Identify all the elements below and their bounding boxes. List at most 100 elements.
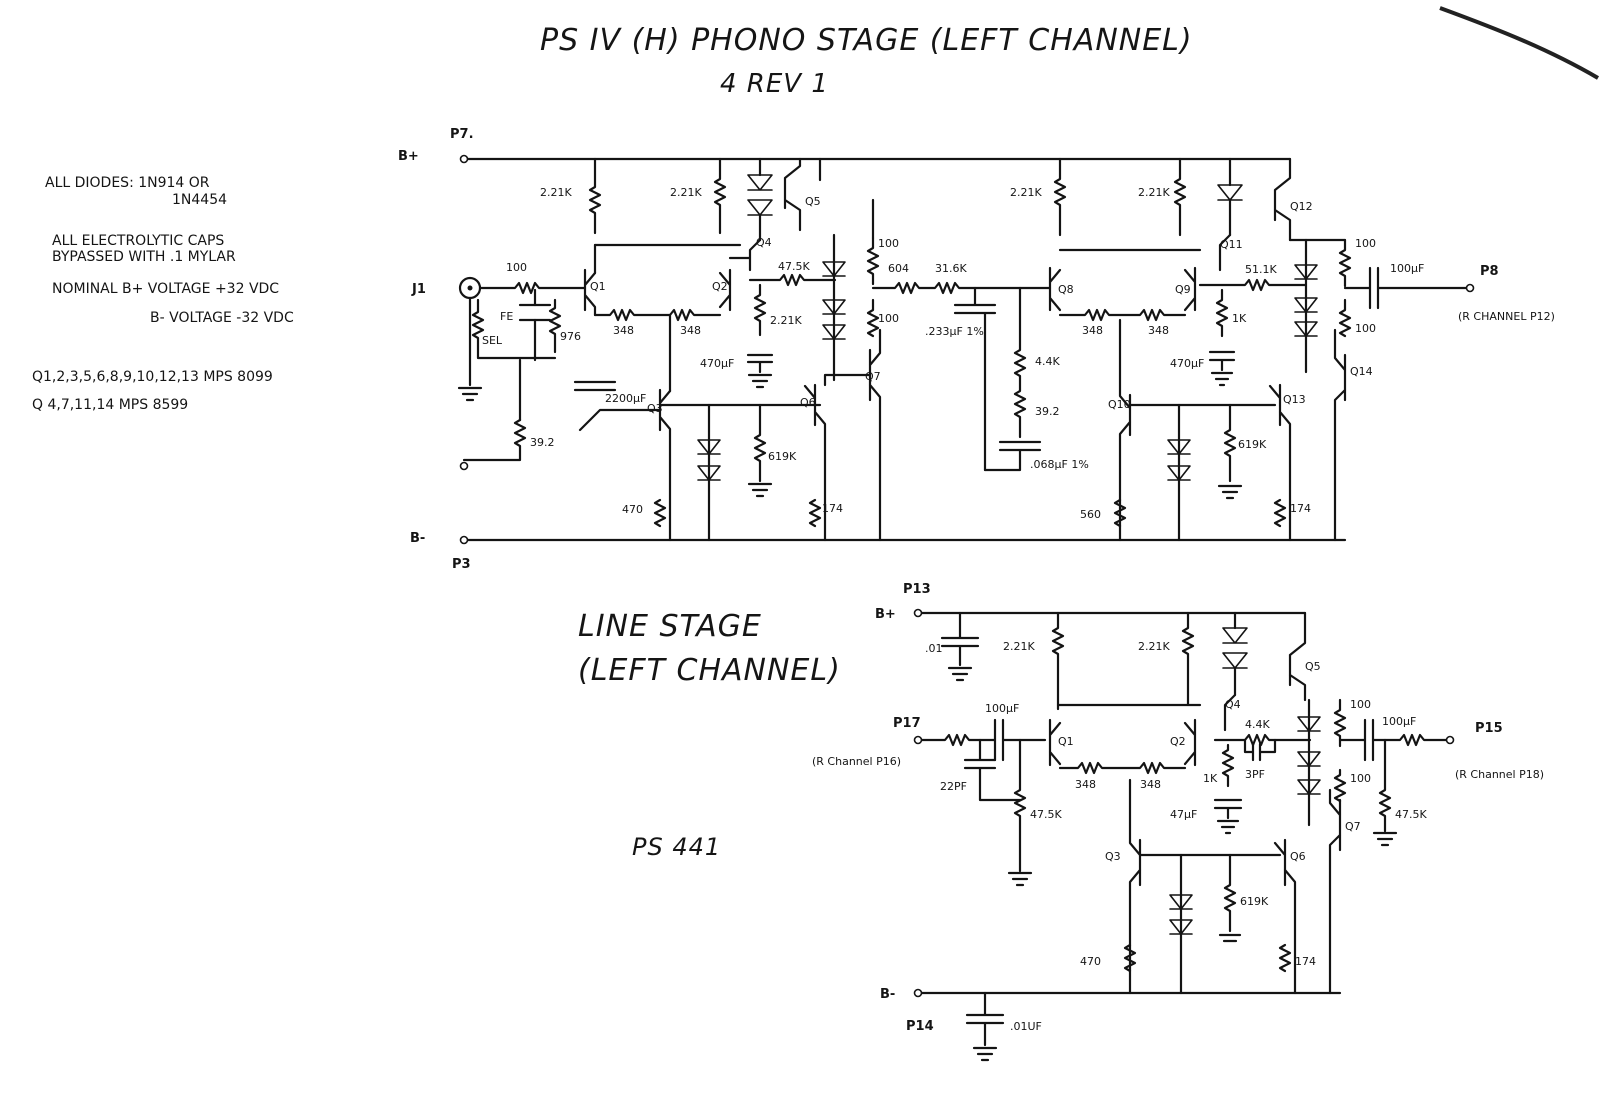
q4-transistor — [728, 238, 762, 272]
q3-label: Q3 — [647, 402, 663, 415]
line-input-label: P17 — [893, 716, 921, 731]
line-input-note: (R Channel P16) — [812, 755, 901, 768]
q10-label: Q10 — [1108, 398, 1131, 411]
phono-r174b-label: 174 — [1290, 502, 1311, 515]
line-bplus-terminal[interactable] — [913, 608, 923, 618]
phono-bplus-pin: P7. — [450, 127, 474, 142]
phono-c470-label: 470µF — [700, 357, 734, 370]
line-model: PS 441 — [632, 833, 721, 861]
q11-transistor — [1218, 233, 1232, 272]
phono-output-note: (R CHANNEL P12) — [1458, 310, 1555, 323]
line-r1k-label: 1K — [1203, 772, 1218, 785]
q5-transistor — [783, 157, 802, 232]
q1-emitter-r-label: 348 — [613, 324, 634, 337]
phono-r2-label: 2.21K — [670, 186, 702, 199]
q9-transistor — [1183, 266, 1197, 312]
q13-label: Q13 — [1283, 393, 1306, 406]
line-c3pf-label: 3PF — [1245, 768, 1265, 781]
line-title-1: LINE STAGE — [578, 609, 762, 644]
line-q1-transistor — [1048, 718, 1062, 767]
line-output-terminal[interactable] — [1445, 735, 1455, 745]
phono-output-terminal[interactable] — [1465, 283, 1475, 293]
phono-r1k-label: 1K — [1232, 312, 1247, 325]
phono-r619k-label: 619K — [768, 450, 797, 463]
q9-label: Q9 — [1175, 283, 1191, 296]
phono-bminus-terminal[interactable] — [459, 535, 469, 545]
phono-ground-1 — [457, 386, 483, 402]
line-c47-label: 47µF — [1170, 808, 1197, 821]
note-npn: Q1,2,3,5,6,8,9,10,12,13 MPS 8099 — [32, 369, 273, 385]
line-q5-transistor — [1288, 611, 1307, 702]
phono-r1-label: 2.21K — [540, 186, 572, 199]
line-r47k5b-label: 47.5K — [1395, 808, 1427, 821]
phono-bminus-pin: P3 — [452, 557, 471, 572]
line-output-label: P15 — [1475, 721, 1503, 736]
note-diodes-1: ALL DIODES: 1N914 OR — [45, 175, 210, 191]
phono-r470-label: 470 — [622, 503, 643, 516]
line-q4-label: Q4 — [1225, 698, 1241, 711]
line-c100b-label: 100µF — [1382, 715, 1416, 728]
q11-label: Q11 — [1220, 238, 1243, 251]
line-q1-emitter-label: 348 — [1075, 778, 1096, 791]
line-input-terminal[interactable] — [913, 735, 923, 745]
r-39-2-label: 39.2 — [530, 436, 555, 449]
line-r100a-label: 100 — [1350, 698, 1371, 711]
line-r174-label: 174 — [1295, 955, 1316, 968]
q13-transistor — [1268, 383, 1292, 542]
line-bplus-pin: P13 — [903, 582, 931, 597]
phono-diode-stack-2 — [1217, 157, 1243, 237]
pen-mark — [1439, 6, 1600, 80]
fe-label: FE — [500, 310, 513, 323]
phono-c470b-label: 470µF — [1170, 357, 1204, 370]
line-bplus-label: B+ — [875, 607, 896, 622]
phono-r5-label: 2.21K — [1010, 186, 1042, 199]
line-r619k-label: 619K — [1240, 895, 1269, 908]
phono-aux-terminal[interactable] — [459, 461, 469, 471]
phono-r100c-label: 100 — [1355, 237, 1376, 250]
line-c01uf-label: .01UF — [1010, 1020, 1042, 1033]
q8-transistor — [1048, 266, 1062, 312]
q8-emitter-r-label: 348 — [1082, 324, 1103, 337]
line-bminus-label: B- — [880, 987, 895, 1002]
line-q2-label: Q2 — [1170, 735, 1186, 748]
note-voltage-2: B- VOLTAGE -32 VDC — [150, 310, 294, 326]
phono-stage: B+ P7. B- P3 J1 100 FE SEL 976 39.2 2.21… — [398, 127, 1555, 572]
line-q7-transistor — [1328, 788, 1342, 995]
line-output-note: (R Channel P18) — [1455, 768, 1544, 781]
line-q6-label: Q6 — [1290, 850, 1306, 863]
phono-bplus-label: B+ — [398, 149, 419, 164]
phono-subtitle: 4 REV 1 — [720, 69, 829, 99]
q14-transistor — [1333, 328, 1347, 542]
q12-label: Q12 — [1290, 200, 1313, 213]
line-q3-label: Q3 — [1105, 850, 1121, 863]
phono-output-label: P8 — [1480, 264, 1499, 279]
q8-label: Q8 — [1058, 283, 1074, 296]
line-bminus-terminal[interactable] — [913, 988, 923, 998]
q12-transistor — [1273, 157, 1292, 242]
phono-r100d-label: 100 — [1355, 322, 1376, 335]
phono-c100-label: 100µF — [1390, 262, 1424, 275]
line-q1-label: Q1 — [1058, 735, 1074, 748]
note-caps-1: ALL ELECTROLYTIC CAPS — [52, 233, 224, 249]
q2-label: Q2 — [712, 280, 728, 293]
phono-r4k4-label: 4.4K — [1035, 355, 1060, 368]
phono-bplus-terminal[interactable] — [459, 154, 469, 164]
q7-label: Q7 — [865, 370, 881, 383]
q1-label: Q1 — [590, 280, 606, 293]
phono-r560-label: 560 — [1080, 508, 1101, 521]
line-q2-transistor — [1183, 718, 1197, 767]
phono-r-47k5-label: 47.5K — [778, 260, 810, 273]
line-c01-label: .01 — [925, 642, 943, 655]
phono-r100a-label: 100 — [878, 237, 899, 250]
line-r2-label: 2.21K — [1138, 640, 1170, 653]
line-r47k5-label: 47.5K — [1030, 808, 1062, 821]
line-bminus-pin: P14 — [906, 1019, 934, 1034]
line-q6-transistor — [1273, 838, 1297, 995]
notes-block: ALL DIODES: 1N914 OR 1N4454 ALL ELECTROL… — [32, 175, 294, 413]
line-q4-transistor — [1223, 693, 1237, 732]
note-diodes-2: 1N4454 — [172, 192, 227, 208]
q6-label: Q6 — [800, 396, 816, 409]
phono-r619k-b-label: 619K — [1238, 438, 1267, 451]
r-input-label: 100 — [506, 261, 527, 274]
phono-c2200-label: 2200µF — [605, 392, 646, 405]
